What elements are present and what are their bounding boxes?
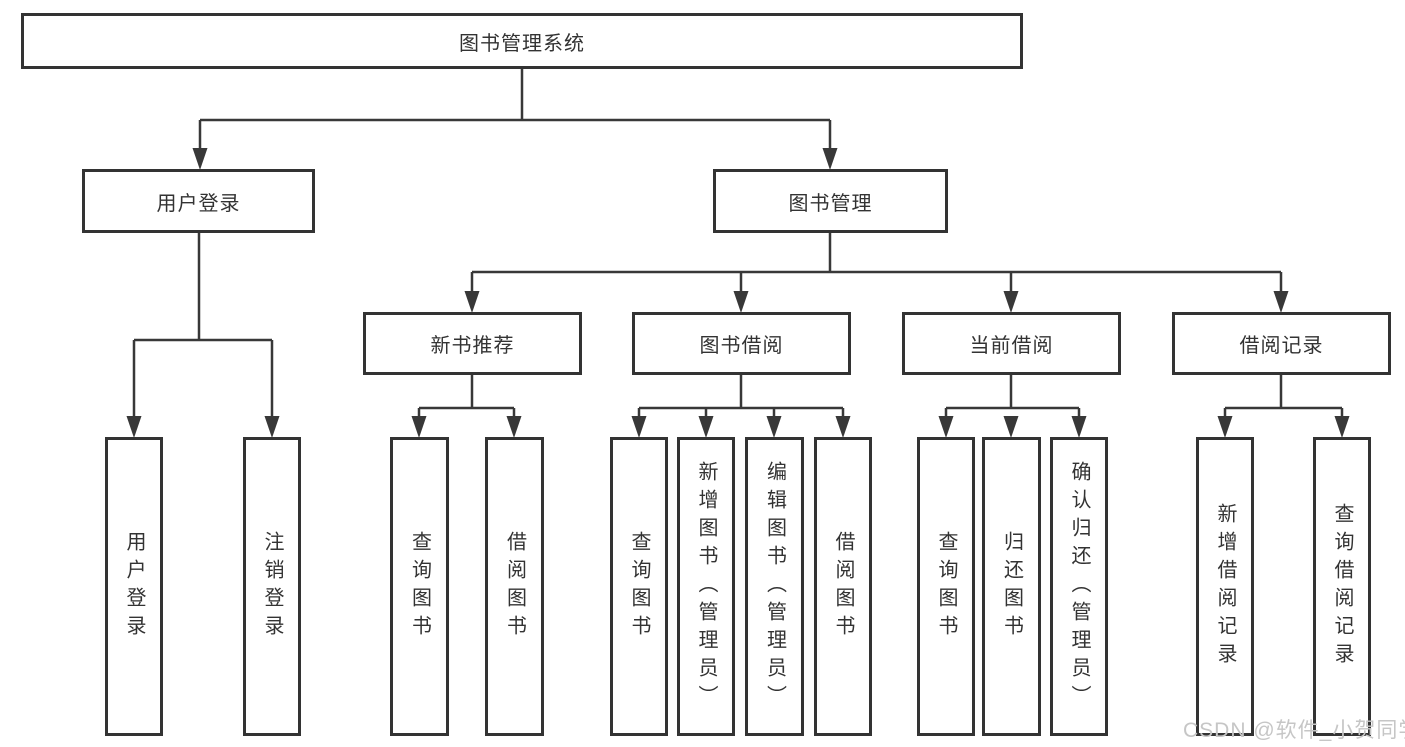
leaf-add-books-admin: 新增图书（管理员） <box>677 437 735 736</box>
leaf-query-books-recommend: 查询图书 <box>390 437 449 736</box>
arrowhead <box>264 416 280 438</box>
arrowhead <box>1273 291 1289 313</box>
arrowhead <box>1217 416 1233 438</box>
arrowhead <box>822 148 838 170</box>
node-book-borrowing: 图书借阅 <box>632 312 851 375</box>
arrowhead <box>938 416 954 438</box>
arrowhead <box>192 148 208 170</box>
arrowhead <box>698 416 714 438</box>
arrowhead <box>506 416 522 438</box>
leaf-return-books: 归还图书 <box>982 437 1041 736</box>
leaf-add-borrow-record: 新增借阅记录 <box>1196 437 1254 736</box>
node-new-book-recommendation: 新书推荐 <box>363 312 582 375</box>
arrowhead <box>411 416 427 438</box>
leaf-user-login: 用户登录 <box>105 437 163 736</box>
csdn-watermark: CSDN @软件_小贺同学 <box>1183 719 1405 742</box>
arrowhead <box>1003 291 1019 313</box>
arrowhead <box>835 416 851 438</box>
leaf-logout: 注销登录 <box>243 437 301 736</box>
leaf-query-books-current: 查询图书 <box>917 437 975 736</box>
connector-segments <box>132 69 1344 418</box>
leaf-confirm-return-admin: 确认归还（管理员） <box>1050 437 1108 736</box>
leaf-borrow-books-recommend: 借阅图书 <box>485 437 544 736</box>
node-root-system: 图书管理系统 <box>21 13 1023 69</box>
leaf-query-books-borrowing: 查询图书 <box>610 437 668 736</box>
leaf-borrow-books-borrowing: 借阅图书 <box>814 437 872 736</box>
node-user-login-branch: 用户登录 <box>82 169 315 233</box>
arrowhead <box>631 416 647 438</box>
leaf-query-borrow-record: 查询借阅记录 <box>1313 437 1371 736</box>
arrowhead <box>1071 416 1087 438</box>
arrowhead <box>1334 416 1350 438</box>
arrowhead <box>1003 416 1019 438</box>
node-borrowing-records: 借阅记录 <box>1172 312 1391 375</box>
arrowhead <box>733 291 749 313</box>
arrowhead <box>766 416 782 438</box>
leaf-edit-books-admin: 编辑图书（管理员） <box>745 437 804 736</box>
arrowhead-group <box>126 148 1350 438</box>
node-current-borrowing: 当前借阅 <box>902 312 1121 375</box>
arrowhead <box>126 416 142 438</box>
node-book-management-branch: 图书管理 <box>713 169 948 233</box>
arrowhead <box>464 291 480 313</box>
